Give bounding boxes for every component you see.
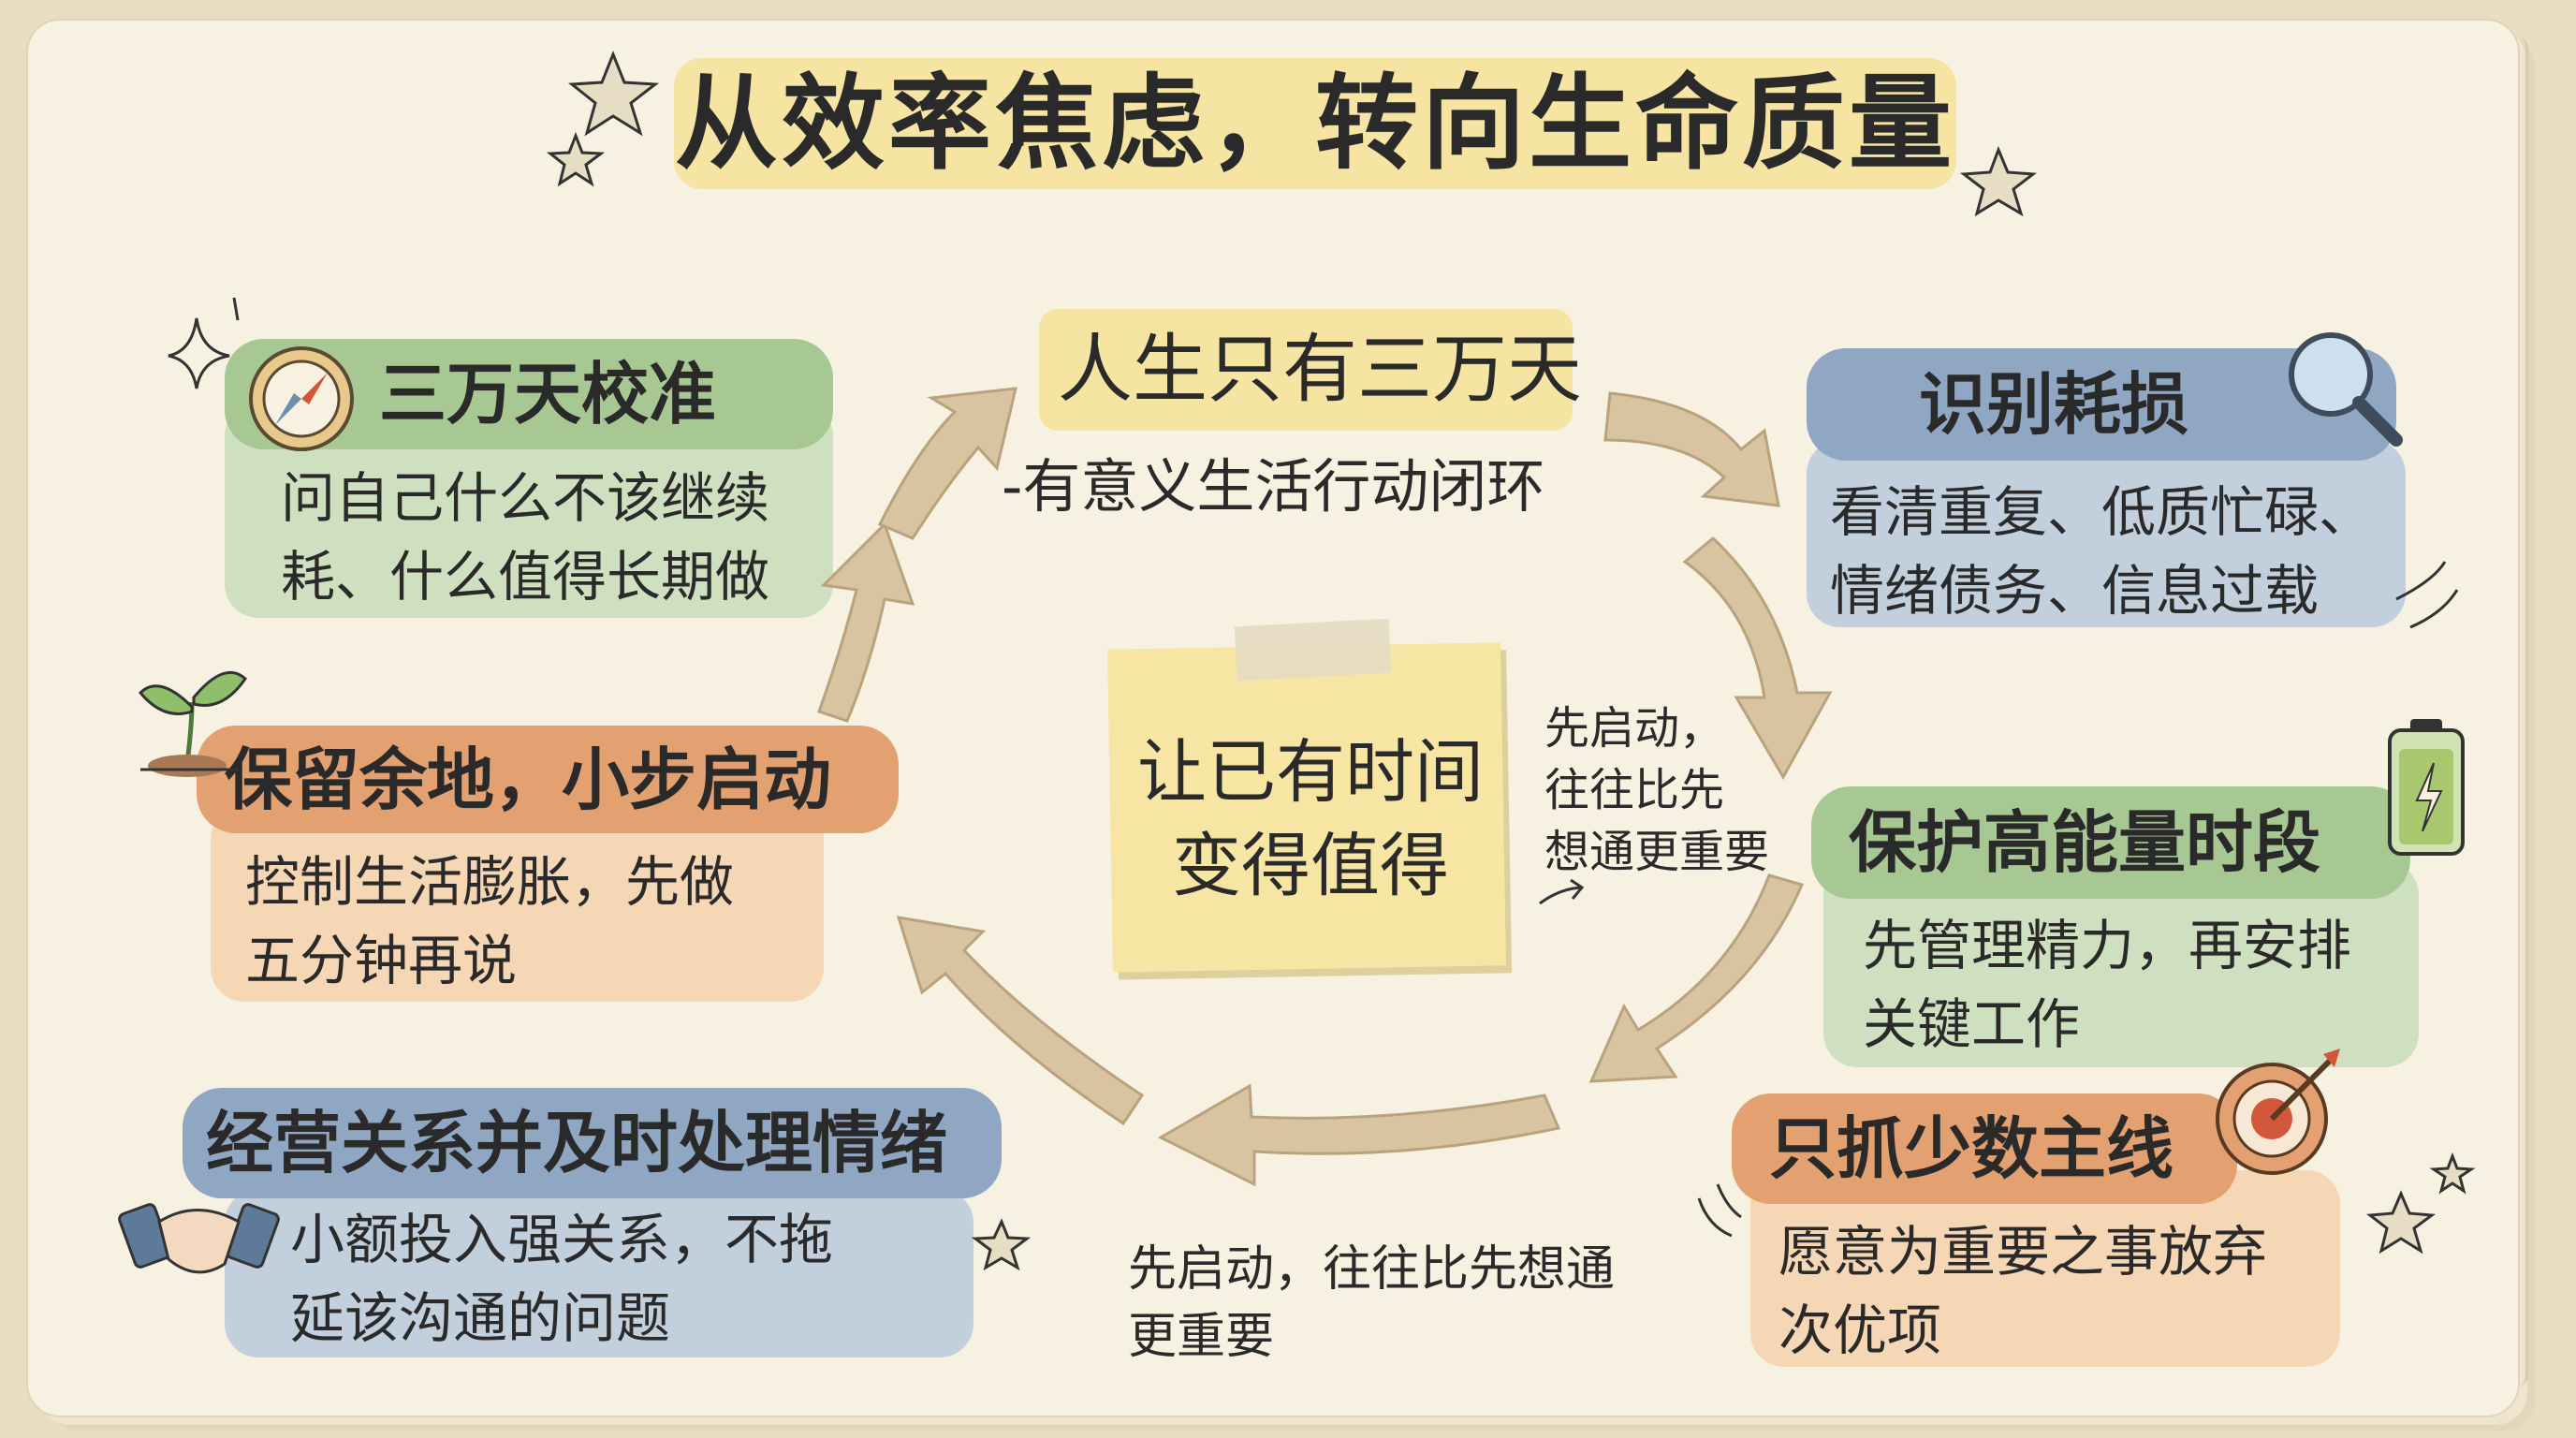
note-line-1: 让已有时间: [1137, 732, 1484, 813]
sparkle-icon: [168, 317, 230, 389]
center-heading-highlight: [1039, 309, 1573, 431]
node-reserve-title: 保留余地，小步启动: [197, 726, 899, 833]
node-identify-body: 看清重复、低质忙碌、 情绪债务、信息过载: [1830, 473, 2373, 630]
node-identify-line-2: 情绪债务、信息过载: [1830, 559, 2320, 623]
node-reserve-line-2: 五分钟再说: [245, 929, 518, 992]
compass-icon: [249, 346, 354, 451]
bottom-line-2: 更重要: [1128, 1309, 1275, 1365]
node-relations-box: [225, 1189, 973, 1357]
page-title: 从效率焦虑，转向生命质量: [674, 58, 1956, 189]
arrow-to-heading: [877, 387, 1017, 540]
node-focus-line-1: 愿意为重要之事放弃: [1778, 1220, 2268, 1284]
node-focus-title: 只抓少数主线: [1732, 1093, 2237, 1204]
paper-edge: [2518, 37, 2528, 1386]
arrow-to-reserve: [896, 916, 1145, 1126]
center-heading: 人生只有三万天: [1058, 326, 1582, 413]
side-annotation: 先启动， 往往比先 想通更重要: [1544, 697, 1769, 883]
side-line-1: 先启动，: [1544, 702, 1725, 755]
node-calibrate-line-1: 问自己什么不该继续: [281, 466, 770, 530]
node-protect-line-1: 先管理精力，再安排: [1863, 914, 2352, 977]
bottom-annotation: 先启动，往往比先想通 更重要: [1128, 1236, 1615, 1371]
node-relations-body: 小额投入强关系，不拖 延该沟通的问题: [290, 1200, 833, 1357]
node-protect-title: 保护高能量时段: [1811, 786, 2410, 899]
arrow-to-identify: [1603, 391, 1780, 507]
arrow-to-focus: [1588, 873, 1805, 1083]
arrow-to-relations: [1157, 1083, 1561, 1187]
target-icon: [1697, 1049, 2340, 1238]
node-relations-line-2: 延该沟通的问题: [290, 1286, 671, 1350]
node-protect-body: 先管理精力，再安排 关键工作: [1863, 906, 2351, 1064]
node-relations-line-1: 小额投入强关系，不拖: [290, 1208, 834, 1271]
sticky-note-text: 让已有时间 变得值得: [1114, 726, 1507, 913]
node-identify-line-1: 看清重复、低质忙碌、: [1830, 480, 2374, 544]
handshake-icon: [118, 1203, 280, 1274]
magnifier-icon: [2289, 332, 2459, 629]
node-reserve-body: 控制生活膨胀，先做 五分钟再说: [245, 843, 734, 1000]
bottom-line-1: 先启动，往往比先想通: [1128, 1241, 1616, 1298]
node-calibrate-line-2: 耗、什么值得长期做: [281, 545, 770, 609]
node-calibrate-body: 问自己什么不该继续 耗、什么值得长期做: [281, 459, 769, 616]
node-focus-body: 愿意为重要之事放弃 次优项: [1778, 1212, 2267, 1370]
node-reserve-box: [211, 805, 824, 1002]
node-protect-line-2: 关键工作: [1863, 992, 2081, 1056]
sprout-icon: [138, 670, 247, 777]
note-line-2: 变得值得: [1172, 826, 1449, 906]
arrow-to-protect: [1682, 536, 1833, 781]
side-line-3: 想通更重要: [1544, 826, 1770, 878]
star-icon: [546, 50, 2476, 1271]
node-reserve-line-1: 控制生活膨胀，先做: [245, 850, 735, 914]
battery-icon: [2388, 719, 2465, 856]
side-line-2: 往往比先: [1544, 764, 1725, 816]
node-relations-title: 经营关系并及时处理情绪: [183, 1088, 1002, 1198]
center-subheading: -有意义生活行动闭环: [1002, 452, 1545, 521]
arrow-to-calibrate: [817, 521, 915, 723]
node-focus-line-2: 次优项: [1778, 1299, 1942, 1362]
node-identify-box: [1807, 440, 2406, 627]
